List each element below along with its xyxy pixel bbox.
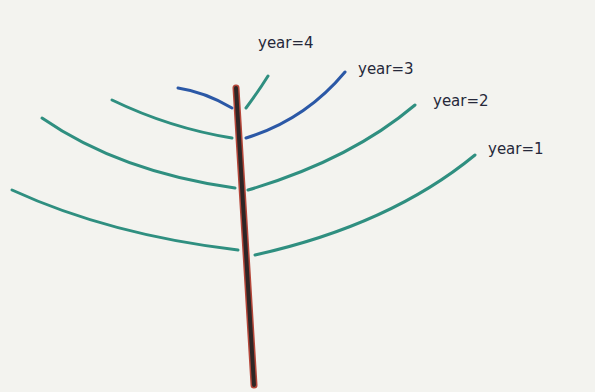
year-label: year=1	[488, 140, 544, 158]
year-label: year=3	[358, 60, 414, 78]
branch	[248, 105, 415, 190]
branch	[178, 88, 232, 108]
branch	[12, 190, 238, 250]
year-label: year=2	[433, 92, 489, 110]
trunk-edge	[236, 88, 254, 385]
trunk	[236, 88, 254, 385]
branch	[246, 76, 268, 108]
branch	[246, 72, 345, 138]
branch	[255, 155, 475, 255]
branch	[112, 100, 232, 138]
branch	[42, 118, 235, 188]
year-label: year=4	[258, 34, 314, 52]
